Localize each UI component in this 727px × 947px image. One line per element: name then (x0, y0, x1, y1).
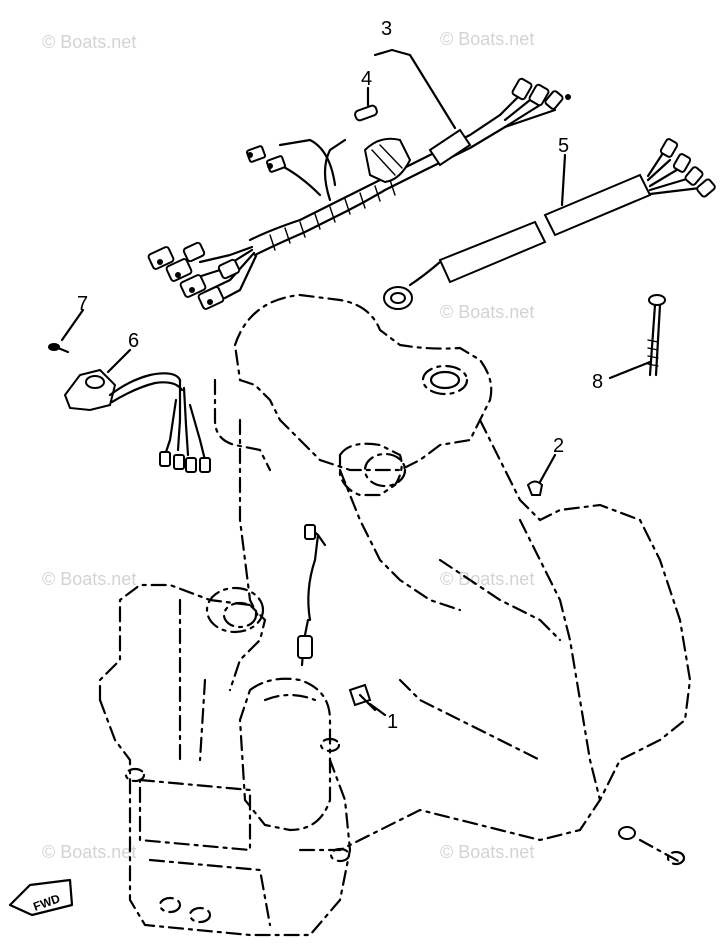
screw-part-1 (348, 683, 377, 712)
fuse-part-4 (354, 104, 378, 122)
callout-6: 6 (128, 330, 139, 352)
callout-4: 4 (361, 68, 372, 90)
fwd-arrow: FWD (8, 878, 74, 917)
callout-3: 3 (381, 18, 392, 40)
motor-bracket-outline (213, 293, 692, 852)
bolt-part-8 (647, 294, 666, 377)
watermark: © Boats.net (440, 302, 534, 322)
tilt-trim-motor-assembly (98, 524, 352, 937)
callout-labels: 1 2 3 4 5 6 7 8 (77, 18, 603, 733)
trim-sender-part-6 (63, 368, 211, 473)
callout-1: 1 (387, 711, 398, 733)
watermark: © Boats.net (440, 569, 534, 589)
watermark: © Boats.net (42, 569, 136, 589)
leader-lines (60, 48, 652, 717)
extension-cable-part-5 (383, 138, 716, 310)
callout-8: 8 (592, 371, 603, 393)
watermark: © Boats.net (42, 842, 136, 862)
watermark: © Boats.net (42, 32, 136, 52)
lower-bolt (618, 826, 686, 866)
wire-harness-part-3 (147, 77, 571, 310)
watermark: © Boats.net (440, 842, 534, 862)
callout-2: 2 (553, 435, 564, 457)
watermarks: © Boats.net © Boats.net © Boats.net © Bo… (42, 29, 534, 862)
callout-5: 5 (558, 135, 569, 157)
clip-part-2 (526, 480, 544, 496)
screw-part-7 (48, 343, 70, 354)
watermark: © Boats.net (440, 29, 534, 49)
callout-7: 7 (77, 293, 88, 315)
